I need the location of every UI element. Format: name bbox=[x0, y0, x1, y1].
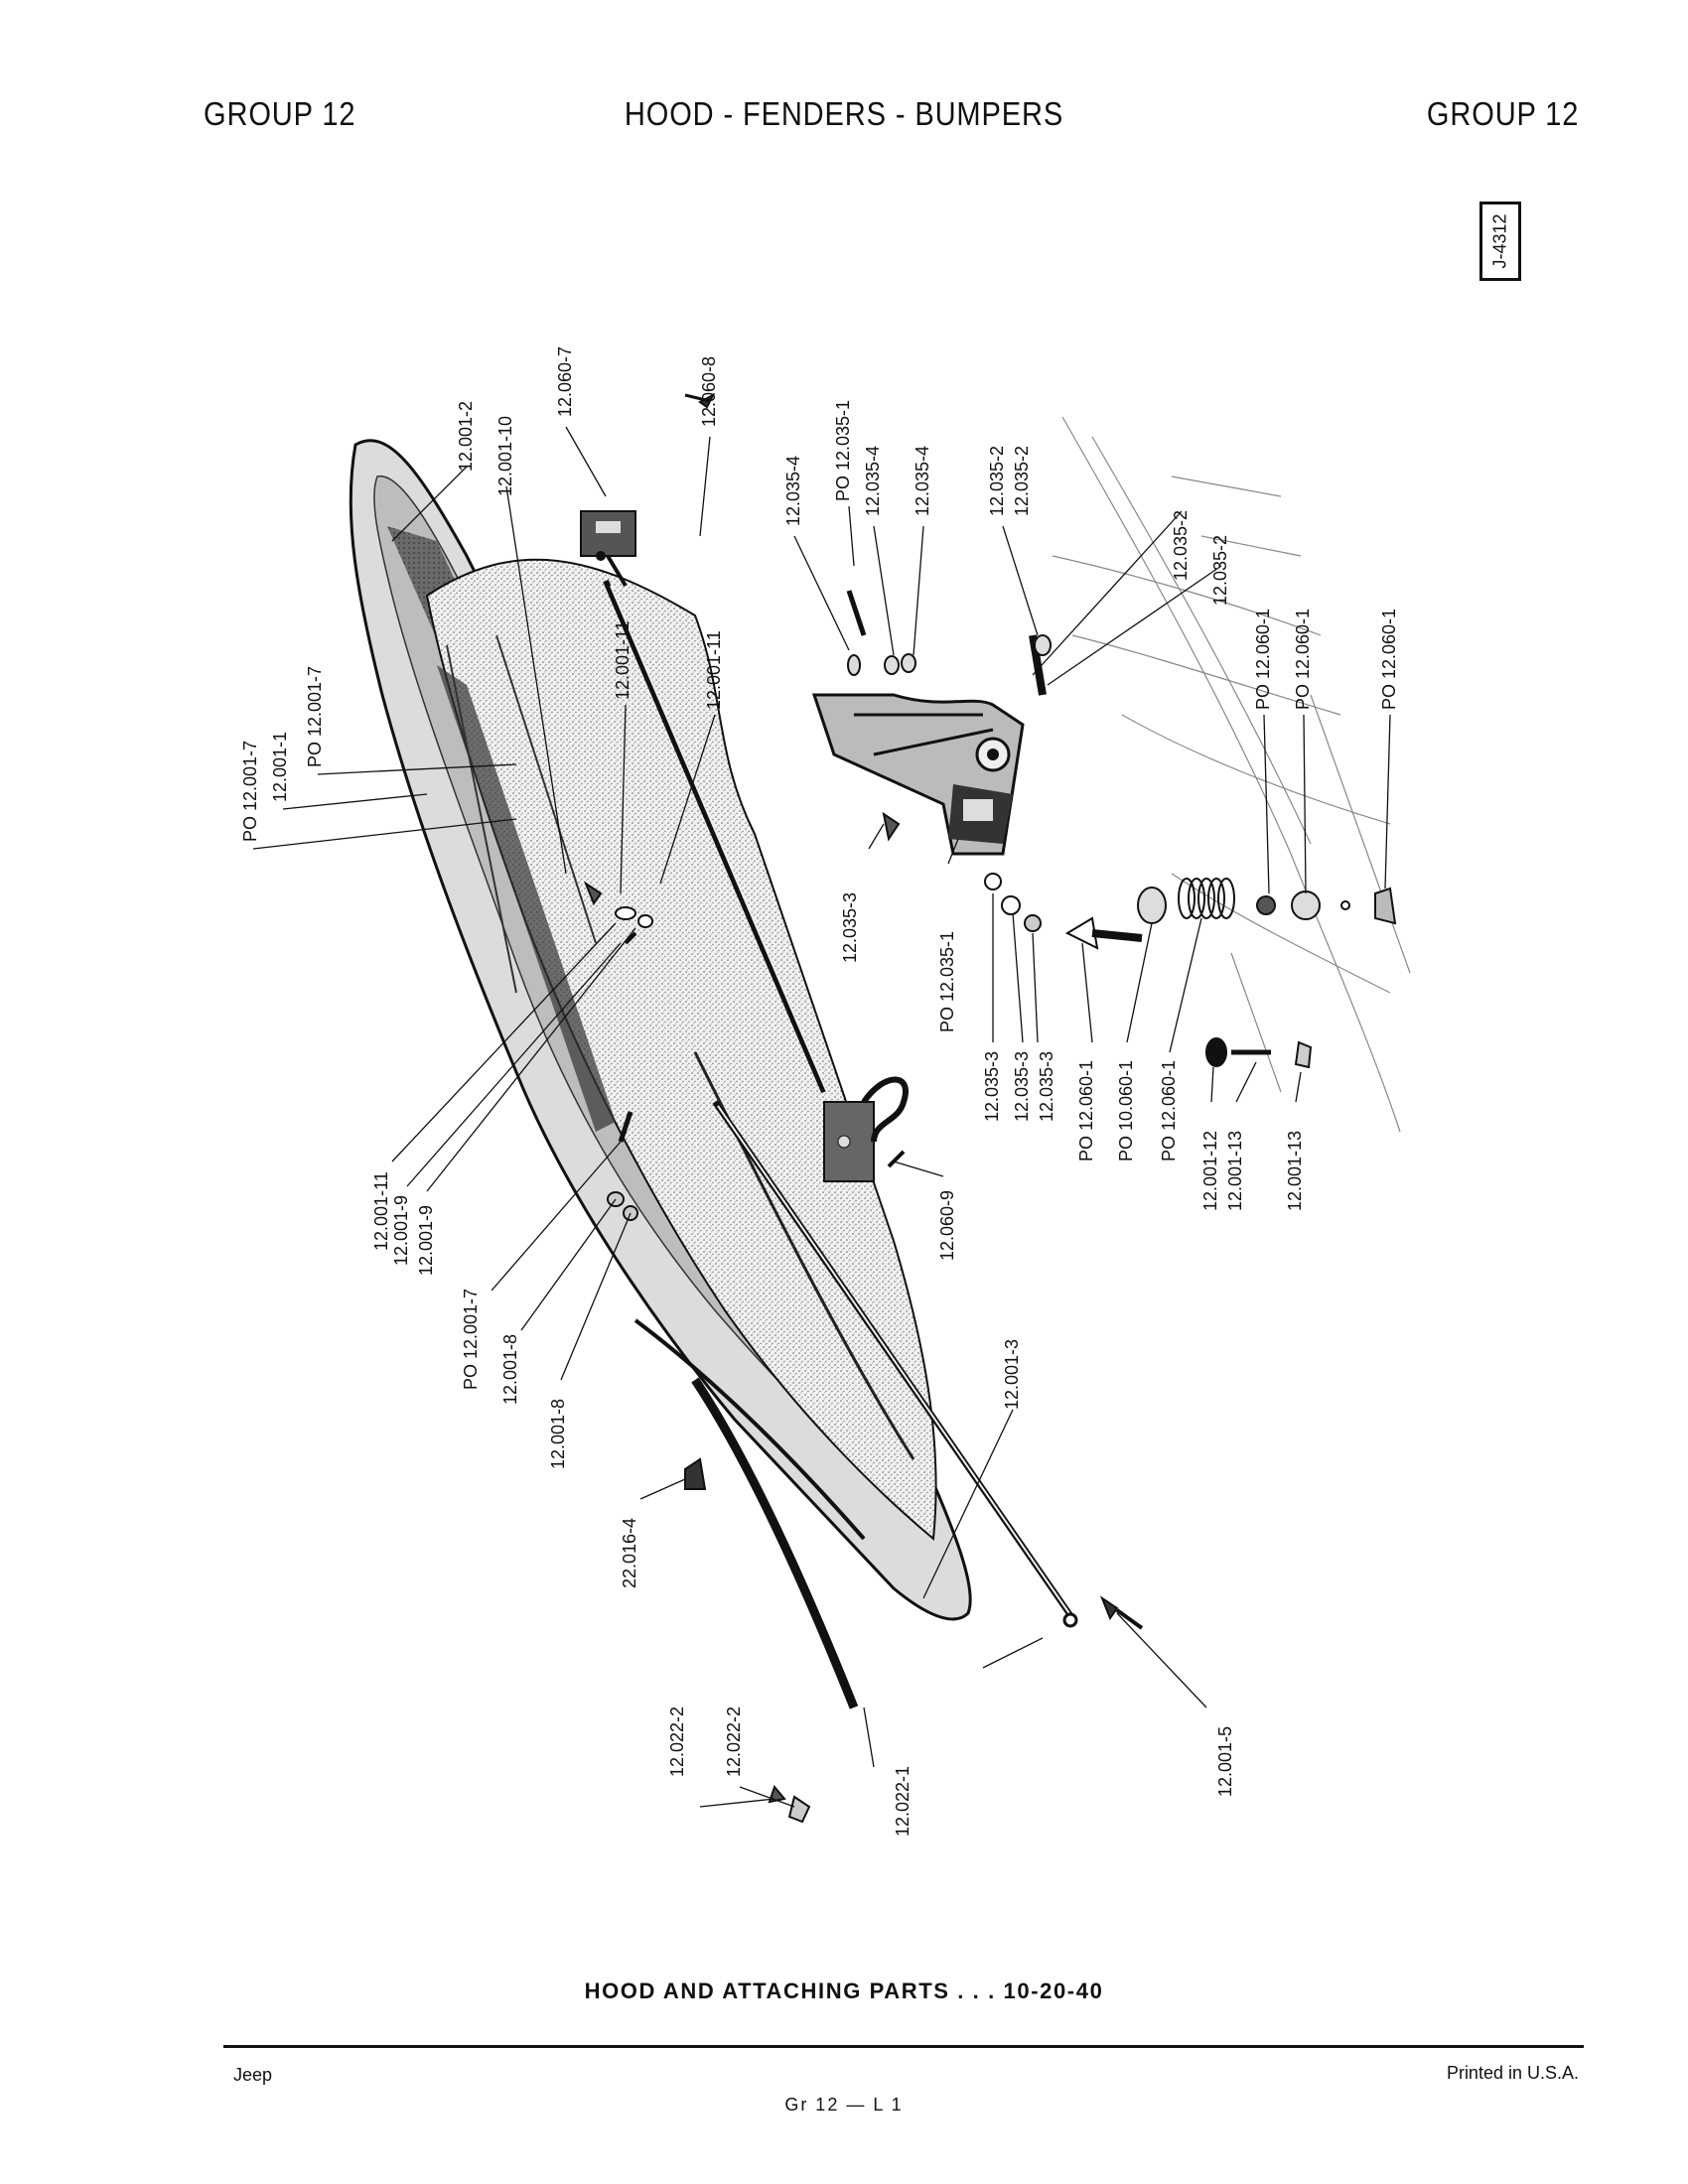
callout-label: 22.016-4 bbox=[620, 1518, 639, 1588]
callout-label: 12.001-9 bbox=[416, 1205, 436, 1276]
footer-brand: Jeep bbox=[233, 2065, 273, 2085]
footer-rule bbox=[223, 2045, 1584, 2048]
callout-label: 12.035-4 bbox=[863, 446, 883, 516]
callout-label: PO 12.060-1 bbox=[1293, 609, 1313, 710]
callout-label: 12.060-8 bbox=[699, 356, 719, 427]
callout-label: PO 12.001-7 bbox=[461, 1289, 481, 1390]
leader-lines bbox=[252, 426, 1391, 1808]
callout-label: 12.001-3 bbox=[1002, 1339, 1022, 1410]
figure-caption: HOOD AND ATTACHING PARTS . . . 10-20-40 bbox=[584, 1979, 1104, 2003]
callout-label: 12.022-2 bbox=[724, 1706, 744, 1777]
callout-label: 12.060-7 bbox=[555, 346, 575, 417]
callout-label: 12.001-2 bbox=[456, 401, 476, 472]
hinge-lower bbox=[823, 1076, 909, 1182]
callout-label: 12.001-11 bbox=[613, 620, 633, 700]
callout-label: 12.035-2 bbox=[987, 446, 1007, 516]
callout-label: PO 10.060-1 bbox=[1116, 1060, 1136, 1161]
callout-label: 12.035-3 bbox=[840, 892, 860, 963]
callout-label: 12.001-1 bbox=[270, 732, 290, 802]
callout-label: 12.035-2 bbox=[1012, 446, 1032, 516]
callout-label: 12.035-2 bbox=[1171, 510, 1191, 581]
callout-label: 12.022-1 bbox=[893, 1766, 913, 1837]
callout-label: PO 12.001-7 bbox=[240, 741, 260, 842]
latch-assembly bbox=[811, 590, 1047, 856]
callout-label: 12.001-5 bbox=[1215, 1726, 1235, 1797]
callout-label: 12.035-3 bbox=[1037, 1051, 1056, 1122]
callout-label: PO 12.060-1 bbox=[1159, 1060, 1179, 1161]
callout-label: 12.035-4 bbox=[783, 456, 803, 526]
callout-label: 12.001-8 bbox=[500, 1334, 520, 1405]
callout-label: 12.060-9 bbox=[937, 1190, 957, 1261]
callout-label: 12.035-3 bbox=[1012, 1051, 1032, 1122]
callout-label: 12.035-4 bbox=[913, 446, 932, 516]
callout-label: 12.022-2 bbox=[667, 1706, 687, 1777]
spring-coil bbox=[1178, 878, 1235, 919]
footer-page-ref: Gr 12 — L 1 bbox=[784, 2095, 904, 2115]
footer-printed: Printed in U.S.A. bbox=[1446, 2063, 1579, 2083]
plate-id-box: J-4312 bbox=[1479, 202, 1521, 281]
hinge-upper bbox=[580, 510, 636, 588]
callout-label: PO 12.035-1 bbox=[937, 931, 957, 1032]
group-label-left: GROUP 12 bbox=[204, 95, 356, 132]
callout-label: 12.001-11 bbox=[704, 630, 724, 710]
fender-outline bbox=[1052, 416, 1411, 1133]
callout-label: 12.001-12 bbox=[1200, 1131, 1220, 1211]
callout-label: 12.035-3 bbox=[982, 1051, 1002, 1122]
callout-labels: PO 12.001-7 12.001-1 PO 12.001-7 12.001-… bbox=[240, 346, 1399, 1837]
callout-label: PO 12.001-7 bbox=[305, 666, 325, 767]
callout-label: PO 12.035-1 bbox=[833, 400, 853, 501]
callout-label: PO 12.060-1 bbox=[1253, 609, 1273, 710]
callout-label: 12.001-8 bbox=[548, 1399, 568, 1469]
callout-label: 12.001-9 bbox=[391, 1195, 411, 1266]
callout-label: 12.001-11 bbox=[371, 1171, 391, 1251]
hood-support-rod bbox=[603, 579, 1078, 1628]
callout-label: 12.035-2 bbox=[1210, 535, 1230, 606]
callout-label: 12.001-10 bbox=[495, 416, 515, 496]
callout-label: PO 12.060-1 bbox=[1379, 609, 1399, 710]
callout-label: 12.001-13 bbox=[1225, 1131, 1245, 1211]
page-title: HOOD - FENDERS - BUMPERS bbox=[624, 95, 1064, 132]
callout-label: PO 12.060-1 bbox=[1076, 1060, 1096, 1161]
callout-label: 12.001-13 bbox=[1285, 1131, 1305, 1211]
group-label-right: GROUP 12 bbox=[1426, 95, 1579, 132]
